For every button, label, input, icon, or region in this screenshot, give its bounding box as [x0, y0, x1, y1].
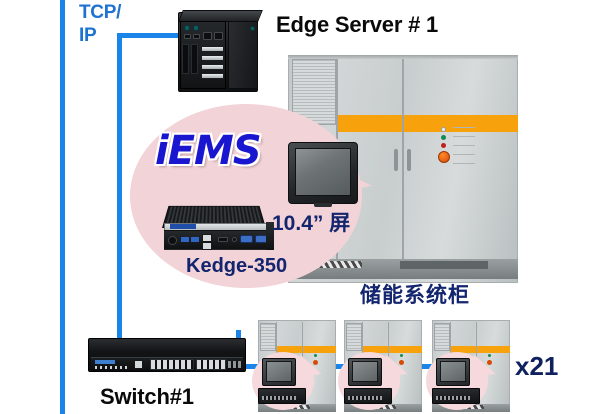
ess-cabinet-1-lamp-green: [314, 354, 317, 357]
ess-cabinet-1-monitor-screen: [266, 361, 292, 382]
edge-server-label: Edge Server # 1: [276, 12, 439, 37]
edge-server-side-port: [250, 26, 255, 31]
edge-server-drive-bay-1: [201, 46, 224, 52]
ess-cabinet-2-vent: [346, 323, 362, 351]
tcp-ip-label-line2: IP: [79, 25, 97, 46]
ess-cabinet-2-edge-device-ports: [348, 396, 382, 400]
kedge-350-usb-port-2: [191, 237, 199, 242]
ess-cabinet-3-vent: [434, 323, 450, 351]
link-backbone-to-edge-vertical: [117, 33, 122, 362]
edge-server-lan-2: [214, 32, 223, 40]
ess-cabinet-3-orange-stripe: [450, 346, 510, 353]
link-backbone-to-edge-horizontal: [117, 33, 179, 38]
edge-server-drive-bay-2: [201, 55, 224, 61]
kedge-350-label: Kedge-350: [186, 255, 288, 277]
edge-server-lan-1: [203, 32, 212, 40]
kedge-350-antenna-connector: [168, 236, 177, 245]
kedge-350-side-shadow: [266, 222, 274, 250]
ess-cabinet-main-handle-right: [407, 149, 411, 171]
switch-1-brand-mark: [95, 360, 115, 364]
kedge-350-lan-port-1: [202, 234, 212, 242]
cabinet-multiplier-label: x21: [515, 351, 559, 381]
link-switch-riser: [236, 330, 241, 336]
ess-cabinet-main-hazard-strip: [306, 261, 362, 268]
ess-cabinet-main-nameplate: [400, 261, 488, 269]
ess-cabinet-2-orange-stripe: [362, 346, 422, 353]
kedge-350-serial-port-1: [240, 235, 253, 243]
ess-cabinet-main-top: [288, 55, 518, 59]
indicator-lamp-white: [441, 127, 446, 132]
indicator-lamp-green: [441, 135, 446, 140]
kedge-350-lan-port-2: [202, 242, 212, 250]
indicator-lamp-red: [441, 143, 446, 148]
switch-1-uplink-ports: [228, 361, 242, 368]
kedge-350-audio-jack: [232, 237, 237, 242]
edge-server-side-panel: [228, 21, 258, 89]
ess-cabinet-2-estop: [399, 360, 404, 365]
ess-cabinet-3-monitor-screen: [440, 361, 466, 382]
edge-server-io-port-1: [184, 25, 190, 31]
ess-cabinet-1-estop: [313, 360, 318, 365]
panel-monitor-stand: [314, 203, 332, 207]
ess-cabinet-main-orange-stripe: [336, 115, 518, 132]
ess-cabinet-3-edge-device-ports: [436, 396, 470, 400]
switch-1-label: Switch#1: [100, 384, 194, 409]
edge-server-drive-bay-3: [201, 64, 224, 70]
edge-server-drive-bay-4: [201, 73, 224, 79]
panel-monitor: [288, 142, 358, 208]
tcp-ip-label-line1: TCP/: [79, 2, 122, 23]
kedge-350-brand-mark: [170, 224, 196, 229]
edge-server-slot-cover-2: [191, 44, 198, 74]
switch-1-console-port: [134, 360, 143, 369]
iems-logo: iEMS: [155, 128, 262, 174]
ess-cabinet-2-lamp-green: [400, 354, 403, 357]
edge-server-slot-cover-1: [182, 44, 189, 74]
edge-server-usb-1: [184, 34, 191, 39]
panel-monitor-screen: [295, 148, 351, 196]
ess-cabinet-label: 储能系统柜: [360, 283, 470, 307]
edge-server-usb-2: [193, 34, 200, 39]
ess-cabinet-main-seam-center: [402, 59, 404, 275]
tcp-ip-backbone-line: [60, 0, 65, 414]
ess-cabinet-3-lamp-green: [488, 354, 491, 357]
edge-server-1: [172, 8, 263, 94]
emergency-stop-button: [438, 151, 450, 163]
ess-cabinet-3-estop: [487, 360, 492, 365]
switch-1-port-bank-1: [150, 359, 194, 370]
switch-1-port-bank-2: [196, 359, 226, 370]
kedge-350-usb-port-1: [181, 237, 189, 242]
kedge-350-device: [156, 192, 278, 254]
ess-cabinet-main-handle-left: [394, 149, 398, 171]
edge-server-io-port-2: [193, 25, 199, 31]
switch-1-led-bank: [95, 366, 129, 369]
ess-cabinet-1-vent: [260, 323, 276, 351]
ess-cabinet-1-orange-stripe: [276, 346, 336, 353]
ess-cabinet-1-edge-device-ports: [262, 396, 296, 400]
ess-cabinet-main: [288, 55, 518, 283]
kedge-350-hdmi-port: [218, 237, 228, 242]
indicator-text-lines: [453, 127, 475, 165]
ess-cabinet-2-monitor-screen: [352, 361, 378, 382]
panel-size-label: 10.4” 屏: [272, 212, 351, 235]
switch-1: [88, 338, 246, 378]
